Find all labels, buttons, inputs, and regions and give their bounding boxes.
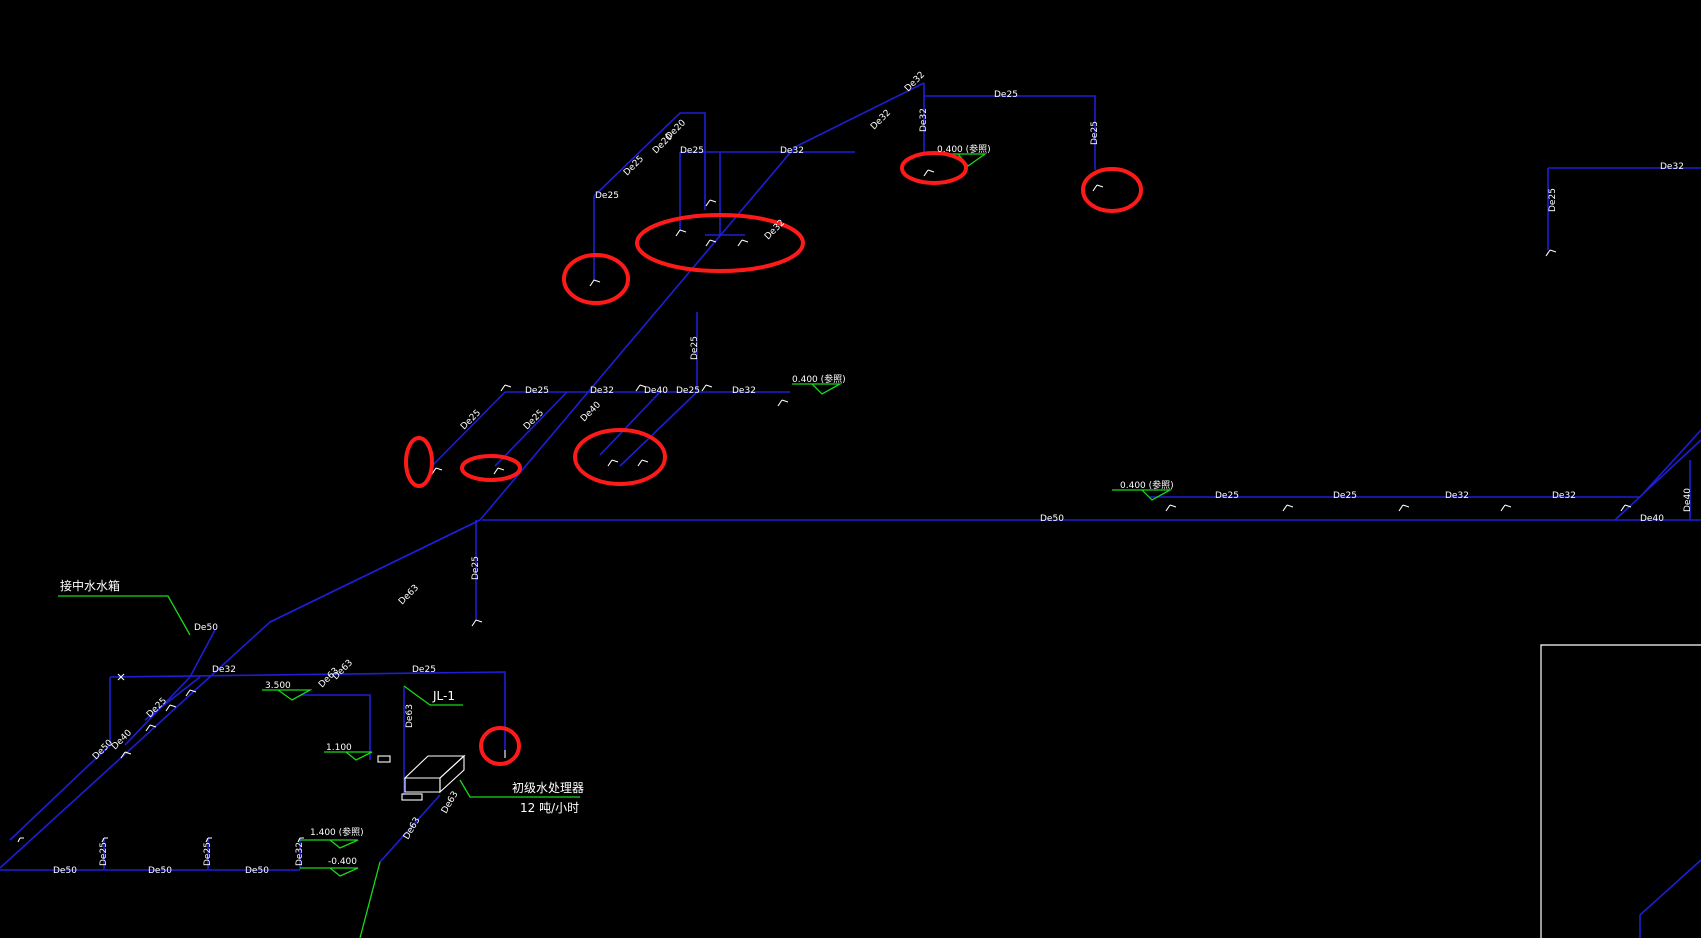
pipe-diameter-label: De50	[53, 866, 77, 876]
pipe-diameter-label: De25	[412, 665, 436, 675]
pipe-diameter-label: De63	[405, 704, 415, 728]
pipe-diameter-label: De25	[1333, 491, 1357, 501]
pipe-diameter-label: De50	[91, 738, 115, 762]
water-treatment-device[interactable]	[377, 754, 466, 801]
red-ellipse-mark-group	[404, 151, 1143, 766]
pipe-diameter-label: De25	[994, 90, 1018, 100]
pipe-diameter-label: De32	[295, 842, 305, 866]
pipe-diameter-label: De50	[1040, 514, 1064, 524]
elevation-label: 3.500	[265, 681, 291, 691]
leader-lines	[58, 153, 1173, 938]
pipe-diameter-label: De25	[1215, 491, 1239, 501]
pipe-diameter-label: De63	[397, 583, 421, 607]
riser-label: JL-1	[432, 689, 455, 703]
elevation-label: 1.100	[326, 743, 352, 753]
pipe-diameter-label: De50	[194, 623, 218, 633]
pipe-diameter-label: De25	[522, 408, 546, 432]
pipe-diameter-label: De40	[1640, 514, 1664, 524]
pipe-network	[0, 82, 1701, 938]
pipe-diameter-label: De32	[590, 386, 614, 396]
pipe-diameter-label: De25	[471, 556, 481, 580]
pipe-diameter-label: De50	[245, 866, 269, 876]
pipe-diameter-label: De25	[525, 386, 549, 396]
elevation-label: 0.400 (参照)	[792, 373, 846, 385]
pipe-diameter-label: De32	[919, 108, 929, 132]
pipe-diameter-label: De25	[203, 842, 213, 866]
capacity-label: 12 吨/小时	[520, 801, 579, 815]
elevation-label: 1.400 (参照)	[310, 826, 364, 838]
pipe-diameter-label: De40	[579, 400, 603, 424]
pipe-diameter-label: De32	[1445, 491, 1469, 501]
drawing-frame	[1540, 644, 1701, 938]
tank-note: 接中水水箱	[60, 578, 120, 593]
pipe-diameter-label: De63	[440, 790, 461, 816]
pipe-diameter-label: De20	[664, 118, 688, 142]
pipe-diameter-label: De32	[732, 386, 756, 396]
pipe-diameter-label: De32	[1660, 162, 1684, 172]
pipe-diameter-label: De25	[690, 336, 700, 360]
annotations: 接中水水箱 JL-1 初级水处理器 12 吨/小时	[60, 578, 584, 815]
pipe-diameter-label: De40	[644, 386, 668, 396]
pipe-diameter-label: De32	[1552, 491, 1576, 501]
pipe-diameter-label: De63	[331, 658, 355, 682]
elevation-labels: 0.400 (参照) 0.400 (参照) 0.400 (参照) 3.500 1…	[265, 143, 1174, 867]
pipe-diameter-label: De25	[680, 146, 704, 156]
elevation-label: -0.400	[328, 857, 357, 867]
pipe-diameter-label: De40	[1683, 488, 1693, 512]
pipe-diameter-label: De25	[459, 408, 483, 432]
pipe-diameter-label: De25	[622, 154, 646, 178]
pipe-diameter-label: De50	[148, 866, 172, 876]
water-outlet-icon-group	[17, 169, 1632, 843]
pipe-diameter-label: De32	[212, 665, 236, 675]
pipe-diameter-label: De25	[595, 191, 619, 201]
elevation-label: 0.400 (参照)	[1120, 479, 1174, 491]
elevation-label: 0.400 (参照)	[937, 143, 991, 155]
pipe-labels: De32 De25 De32 De25 De25 De32 De20 De20 …	[53, 70, 1693, 876]
pipe-diameter-label: De25	[1548, 188, 1558, 212]
device-label: 初级水处理器	[512, 781, 584, 795]
pipe-diameter-label: De25	[676, 386, 700, 396]
pipe-diameter-label: De32	[780, 146, 804, 156]
pipe-diameter-label: De25	[1090, 121, 1100, 145]
pipe-diameter-label: De32	[869, 108, 893, 132]
pipe-diameter-label: De63	[402, 816, 423, 842]
pipe-diameter-label: De25	[99, 842, 109, 866]
